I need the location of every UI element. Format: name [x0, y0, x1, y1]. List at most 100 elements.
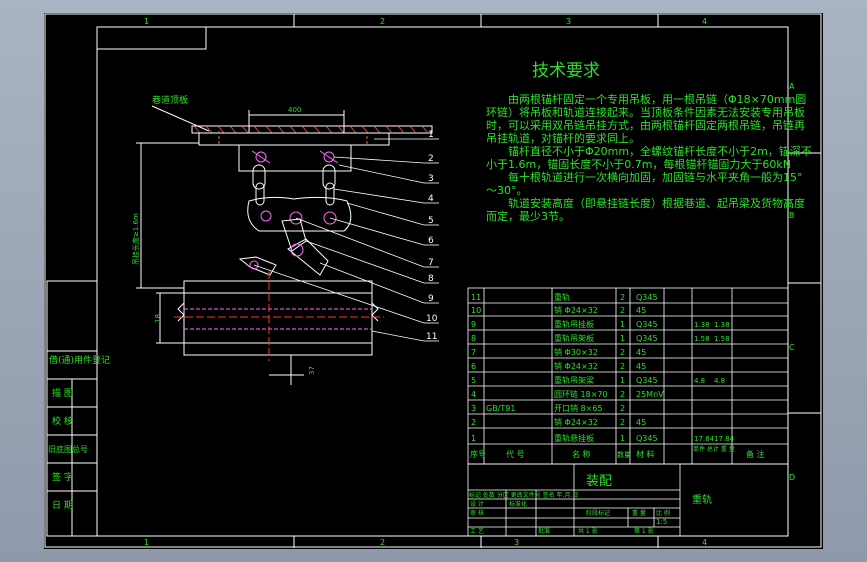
- zone-bottom-1: 1: [144, 538, 149, 547]
- bom-cell-name: 销 Φ24×32: [554, 305, 598, 315]
- left-block-sign: 签 字: [52, 471, 73, 483]
- title-block-text: 装配 重轨 标记 处数 分区 更改文件号 签名 年.月.日 设 计 标准化 审 …: [469, 474, 712, 535]
- bom-cell-w1: 1.38: [694, 321, 710, 329]
- tech-requirements: 技术要求: [532, 61, 600, 81]
- bom-cell-name: 销 Φ24×32: [554, 417, 598, 427]
- tech-paragraph-4: 轨道安装高度（即悬挂链长度）根据巷道、起吊梁及货物高度而定，最少3节。: [486, 197, 805, 223]
- drawing-canvas[interactable]: 1 2 3 4 1 2 3 4 A B C D: [44, 13, 823, 549]
- zone-top-3: 3: [566, 17, 571, 26]
- bom-cell-name: 重轨悬挂板: [554, 433, 594, 443]
- bom-cell-qty: 1: [620, 434, 625, 443]
- bom-header-code: 代 号: [506, 449, 525, 459]
- tech-paragraph-1: 由两根锚杆固定一个专用吊板，用一根吊链（Φ18×70mm圆环链）将吊板和轨道连接…: [486, 93, 807, 145]
- balloon-8: 8: [428, 274, 434, 284]
- label-stage: 阶段标记: [586, 509, 610, 517]
- bom-cell-name: 重轨吊架梁: [554, 375, 594, 385]
- zone-ticks: [293, 14, 821, 548]
- label-ceiling: 巷道顶板: [152, 94, 188, 106]
- balloon-1: 1: [428, 130, 434, 140]
- bom-cell-name: 重轨吊架板: [554, 333, 594, 343]
- bom-cell-mat: 45: [636, 418, 646, 427]
- bom-table: [467, 287, 789, 465]
- bom-cell-qty: 2: [620, 348, 625, 357]
- bom-cell-w2: 17.84: [714, 435, 735, 443]
- balloon-4: 4: [428, 194, 434, 204]
- bom-cell-w1: 17.84: [694, 435, 715, 443]
- hanging-plate: [198, 132, 390, 146]
- bom-cell-qty: 2: [620, 306, 625, 315]
- left-block-trace: 描 图: [52, 387, 73, 399]
- bom-cell-name: 圆环链 18×70: [554, 389, 608, 399]
- drawing-name: 重轨: [692, 493, 712, 506]
- assembly-drawing[interactable]: 巷道顶板 40: [131, 94, 439, 385]
- dim-rail: 18: [154, 314, 162, 323]
- bom-cell-no: 7: [471, 348, 476, 357]
- top-left-box: [96, 26, 207, 50]
- bom-cell-name: 开口销 8×65: [554, 403, 603, 413]
- dim-height: 吊挂长度≥1.6m: [131, 213, 140, 265]
- label-check: 审 核: [470, 509, 484, 517]
- scale-value: 1:5: [656, 518, 667, 526]
- label-scale: 比 例: [656, 509, 670, 517]
- zone-top-1: 1: [144, 17, 149, 26]
- bom-cell-no: 1: [471, 434, 476, 443]
- bom-cell-w2: 1.38: [714, 321, 730, 329]
- bracket-pins: [251, 150, 339, 164]
- left-block: 借(通)用件登记 描 图 校 核 旧底图总号 签 字 日 期: [46, 280, 110, 537]
- bom-cell-code: GB/T91: [486, 404, 515, 413]
- bom-cell-name: 销 Φ24×32: [554, 361, 598, 371]
- balloon-leaders: [253, 138, 439, 342]
- bom-cell-qty: 2: [620, 293, 625, 302]
- chains: [252, 164, 336, 206]
- drawing-svg: 1 2 3 4 1 2 3 4 A B C D: [44, 13, 822, 548]
- bom-cell-name: 销 Φ30×32: [554, 347, 598, 357]
- bom-cell-mat: Q345: [636, 376, 658, 385]
- bom-cell-mat: 25MnV: [636, 390, 664, 399]
- bom-header-mat: 材 料: [636, 449, 655, 459]
- bom-cell-w2: 4.8: [714, 377, 725, 385]
- bom-cell-mat: Q345: [636, 293, 658, 302]
- label-process: 工 艺: [470, 527, 484, 535]
- bom-cell-no: 2: [471, 418, 476, 427]
- outer-frame: [44, 13, 822, 548]
- suspension-plate-b: [287, 238, 329, 276]
- bom-cell-w1: 4.8: [694, 377, 705, 385]
- bom-header-weight: 单件 总计 重 量: [693, 445, 735, 453]
- heavy-rail: [183, 280, 373, 356]
- bom-header-qty: 数量: [617, 450, 631, 459]
- balloon-5: 5: [428, 216, 434, 226]
- bom-cell-mat: 45: [636, 348, 646, 357]
- zone-top-4: 4: [702, 17, 707, 26]
- bom-cell-no: 3: [471, 404, 476, 413]
- bom-header-name: 名 称: [572, 449, 591, 459]
- balloon-11: 11: [426, 332, 437, 342]
- tech-paragraph-2: 锚杆直径不小于Φ20mm，全螺纹锚杆长度不小于2m，锚深不小于1.6m，锚固长度…: [486, 145, 812, 171]
- tech-text: 由两根锚杆固定一个专用吊板，用一根吊链（Φ18×70mm圆环链）将吊板和轨道连接…: [486, 93, 812, 223]
- zone-bottom-3: 3: [514, 538, 519, 547]
- bom-header-no: 序号: [470, 449, 486, 459]
- left-block-check: 校 核: [52, 415, 73, 427]
- bom-cell-mat: 45: [636, 306, 646, 315]
- clamp-plate: [238, 256, 277, 276]
- bom-cell-mat: Q345: [636, 434, 658, 443]
- bom-cell-qty: 1: [620, 376, 625, 385]
- bom-cell-qty: 2: [620, 390, 625, 399]
- bom-cell-no: 4: [471, 390, 476, 399]
- bom-cell-qty: 2: [620, 418, 625, 427]
- label-standard: 标准化: [509, 500, 527, 508]
- zone-bottom-4: 4: [702, 538, 707, 547]
- tech-paragraph-3: 每十根轨道进行一次横向加固，加固链与水平夹角一般为15°～30°。: [486, 171, 803, 197]
- zone-labels: 1 2 3 4 1 2 3 4 A B C D: [144, 17, 795, 547]
- bom-cell-w1: 1.58: [694, 335, 710, 343]
- balloon-9: 9: [428, 294, 434, 304]
- drawing-title: 装配: [586, 474, 612, 489]
- label-design: 设 计: [470, 500, 484, 508]
- bom-cell-no: 11: [471, 293, 481, 302]
- hanger-beam: [247, 196, 352, 232]
- dim-400: 400: [288, 106, 301, 114]
- dim-small: 37: [308, 366, 316, 375]
- bom-cell-w2: 1.58: [714, 335, 730, 343]
- bom-header-note: 备 注: [746, 449, 765, 459]
